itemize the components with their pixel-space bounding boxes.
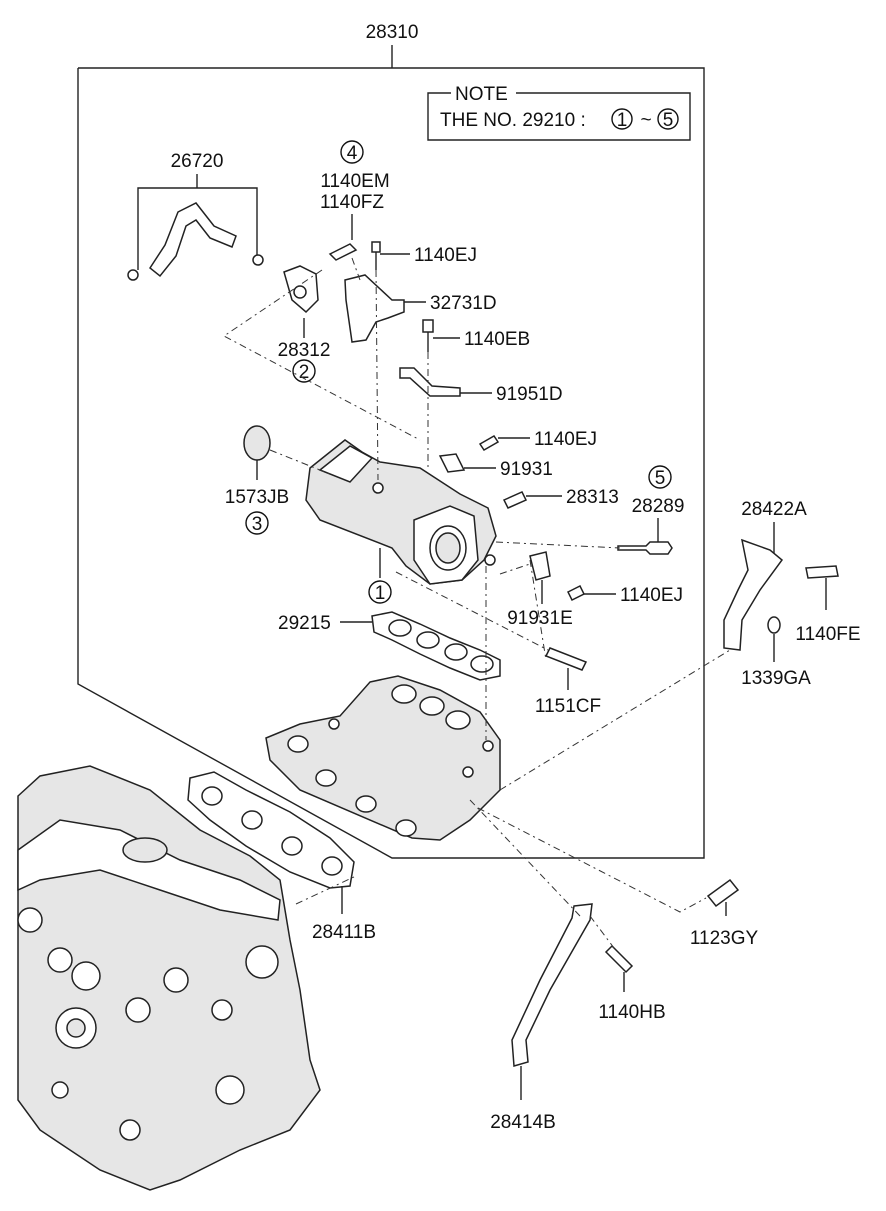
pin-28313: 28313 — [502, 487, 619, 509]
label-28411B: 28411B — [312, 922, 376, 943]
label-91931E: 91931E — [507, 608, 573, 629]
sensor-28289: 5 28289 — [617, 465, 685, 555]
label-28289: 28289 — [632, 496, 685, 517]
intake-manifold-lower — [265, 675, 501, 841]
gasket-28411b: 28411B — [187, 771, 376, 943]
label-1339GA: 1339GA — [741, 668, 811, 689]
label-91931: 91931 — [500, 459, 553, 480]
label-26720: 26720 — [171, 151, 224, 172]
engine-cylinder-head — [17, 765, 321, 1191]
label-29215: 29215 — [278, 613, 331, 634]
note-heading: NOTE — [455, 84, 508, 105]
label-1140EJ-mid: 1140EJ — [534, 429, 597, 450]
note-range-start: 1 — [617, 110, 628, 131]
label-1140EM: 1140EM — [320, 171, 389, 192]
callout-4: 4 — [347, 143, 358, 164]
label-1140EB: 1140EB — [464, 329, 530, 350]
callout-1: 1 — [375, 583, 386, 604]
bolt-1140ej-mid: 1140EJ — [478, 429, 597, 451]
bracket-28422a: 28422A 1140FE 1339GA — [723, 499, 861, 689]
gasket-29215: 29215 — [278, 611, 501, 681]
callout-2: 2 — [299, 362, 310, 383]
stay-28414b: 1140HB 28414B — [490, 903, 666, 1133]
label-1140EJ-low: 1140EJ — [620, 585, 683, 606]
bolt-1123gy: 1123GY — [690, 878, 759, 949]
bolts-1140em-1140fz: 4 1140EM 1140FZ — [320, 140, 390, 261]
label-1123GY: 1123GY — [690, 928, 759, 949]
callout-3: 3 — [252, 514, 263, 535]
bracket-32731d: 32731D — [344, 274, 497, 343]
note-range-sep: ~ — [640, 110, 651, 131]
label-1140FE: 1140FE — [795, 624, 860, 645]
label-28310: 28310 — [366, 22, 419, 43]
gasket-91931e: 91931E — [507, 551, 573, 629]
label-1140FZ: 1140FZ — [320, 192, 384, 213]
assembly-frame: 28310 — [77, 22, 705, 859]
bracket-91951d: 91951D — [399, 367, 563, 405]
note-box: NOTE THE NO. 29210 : 1 ~ 5 — [427, 84, 691, 141]
callout-5: 5 — [655, 468, 666, 489]
fitting-28312: 28312 2 — [278, 265, 331, 383]
label-1140EJ-top: 1140EJ — [414, 245, 477, 266]
label-32731D: 32731D — [430, 293, 497, 314]
cap-1573jb: 1573JB 3 — [225, 425, 289, 535]
label-1151CF: 1151CF — [535, 696, 601, 717]
label-28313: 28313 — [566, 487, 619, 508]
bolt-1140ej-top: 1140EJ — [371, 241, 477, 270]
hose-26720: 26720 — [127, 151, 264, 281]
note-range-end: 5 — [663, 110, 674, 131]
intake-manifold-upper: 1 — [305, 439, 497, 604]
bolt-1140eb: 1140EB — [422, 319, 530, 352]
label-28422A: 28422A — [741, 499, 807, 520]
note-text: THE NO. 29210 : — [440, 110, 586, 131]
label-28312: 28312 — [278, 340, 331, 361]
label-91951D: 91951D — [496, 384, 563, 405]
label-28414B: 28414B — [490, 1112, 556, 1133]
gasket-91931: 91931 — [438, 453, 553, 480]
stud-1151cf: 1151CF — [535, 647, 601, 717]
alignment-lines — [223, 257, 731, 949]
label-1140HB: 1140HB — [598, 1002, 665, 1023]
label-1573JB: 1573JB — [225, 487, 289, 508]
bolt-1140ej-low: 1140EJ — [566, 584, 683, 606]
